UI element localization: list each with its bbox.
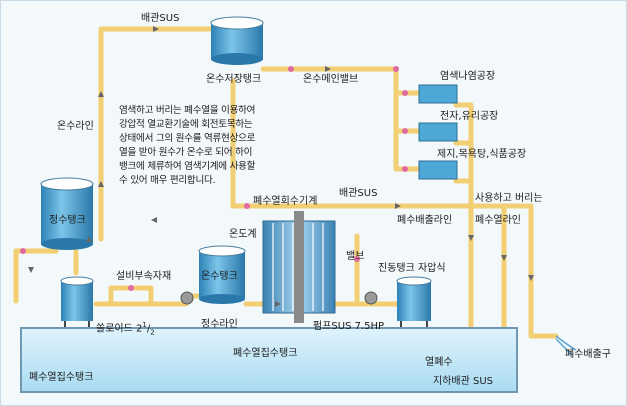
label-electronics-factory: 전자,유리공장 — [440, 111, 499, 122]
label-hot-main-valve: 온수메인밸브 — [303, 74, 359, 85]
factory-boxes — [418, 84, 458, 180]
arrow-icon — [275, 301, 281, 307]
clean-water-tank — [40, 177, 94, 250]
valve-icons — [20, 66, 408, 291]
label-heat-water: 열폐수 — [425, 357, 453, 368]
arrow-icon — [98, 181, 104, 187]
factory-box-paper — [418, 160, 458, 180]
pipe-drain-right — [501, 203, 559, 339]
pump-left-icon — [180, 291, 194, 305]
valve-icon — [244, 203, 250, 209]
pipe-branch-1 — [393, 90, 422, 134]
label-clean-line: 정수라인 — [201, 319, 238, 330]
description-line: 뱅크에 체류하여 염색기계에 사용할 — [119, 161, 256, 172]
flow-arrows — [28, 26, 534, 307]
label-use-and-discard: 사용하고 버리는 — [475, 193, 543, 204]
label-valve: 밸브 — [346, 251, 365, 262]
heat-exchanger — [262, 211, 336, 323]
factory-box-electronics — [418, 122, 458, 142]
small-clean-tank — [60, 276, 94, 329]
label-hot-storage-tank: 온수저장탱크 — [206, 74, 262, 85]
arrow-icon — [153, 26, 159, 32]
arrow-icon — [468, 235, 474, 241]
label-solenoid: 쏠로이드 21/2 — [96, 321, 155, 337]
hot-storage-tank-shape — [210, 16, 264, 65]
description-line: 열을 받아 원수가 온수로 되어 하이 — [119, 147, 253, 158]
valve-icon — [402, 90, 408, 96]
pipe-branch-2 — [393, 128, 422, 172]
arrow-icon — [501, 255, 507, 261]
label-waste-collection-pool: 폐수열집수탱크 — [233, 348, 298, 359]
label-pump: 펌프SUS 7.5HP — [313, 321, 385, 332]
arrow-icon — [325, 66, 331, 72]
label-vibration-tank: 진동탱크 자압식 — [378, 263, 446, 274]
label-pipe-sus-mid: 배관SUS — [339, 188, 378, 199]
label-dye-factory: 염색나염공장 — [440, 71, 496, 82]
label-heat-recovery: 폐수열회수기계 — [253, 196, 318, 207]
label-paper-factory: 제지,목욕탕,식품공장 — [437, 149, 527, 160]
pipe-factory-return — [453, 102, 474, 329]
description-line: 수 있어 매우 편리합니다. — [119, 175, 216, 186]
label-equipment-material: 설비부속자재 — [116, 271, 172, 282]
valve-icon — [20, 248, 26, 254]
label-thermometer: 온도계 — [229, 229, 257, 240]
description-line: 상태에서 그의 원수를 역류현상으로 — [119, 133, 256, 144]
arrow-icon — [528, 275, 534, 281]
valve-icon — [402, 166, 408, 172]
label-waste-collection-tank: 폐수열집수탱크 — [29, 372, 94, 383]
water-outlet-icon — [555, 335, 577, 356]
arrow-icon — [28, 267, 34, 273]
description-line: 강압적 열교환기술에 회전토목하는 — [119, 119, 253, 130]
hot-tank-shape — [198, 245, 246, 304]
pump-right-icon — [364, 291, 378, 305]
valve-icon — [288, 66, 294, 72]
label-drain-line: 폐수배출라인 — [397, 215, 453, 226]
pipe-clean-left — [13, 248, 59, 304]
label-waste-heat-line: 폐수열라인 — [475, 215, 521, 226]
arrow-icon — [98, 91, 104, 97]
waste-collection-pool — [20, 327, 518, 393]
label-pipe-sus-top: 배관SUS — [141, 13, 180, 24]
label-underground-pipe: 지하배관 SUS — [433, 376, 493, 387]
vibration-tank-shape — [396, 276, 432, 329]
factory-box-dye — [418, 84, 458, 104]
arrow-icon — [86, 236, 92, 242]
pipe-top-loop — [98, 26, 222, 242]
process-description: 염색하고 버리는 폐수열을 이용하여 강압적 열교환기술에 회전토목하는 상태에… — [119, 104, 307, 188]
valve-icon — [402, 128, 408, 134]
label-hot-water-line: 온수라인 — [57, 121, 94, 132]
pump-icons — [180, 291, 378, 305]
label-clean-tank: 정수탱크 — [49, 215, 86, 226]
description-line: 염색하고 버리는 폐수열을 이용하여 — [119, 105, 256, 116]
arrow-icon — [395, 203, 401, 209]
label-waste-outlet: 폐수배출구 — [565, 349, 611, 360]
arrow-icon — [151, 217, 157, 223]
valve-icon — [393, 66, 399, 72]
valve-icon — [128, 285, 134, 291]
label-hot-tank: 온수탱크 — [201, 271, 238, 282]
valve-icon — [354, 256, 360, 262]
